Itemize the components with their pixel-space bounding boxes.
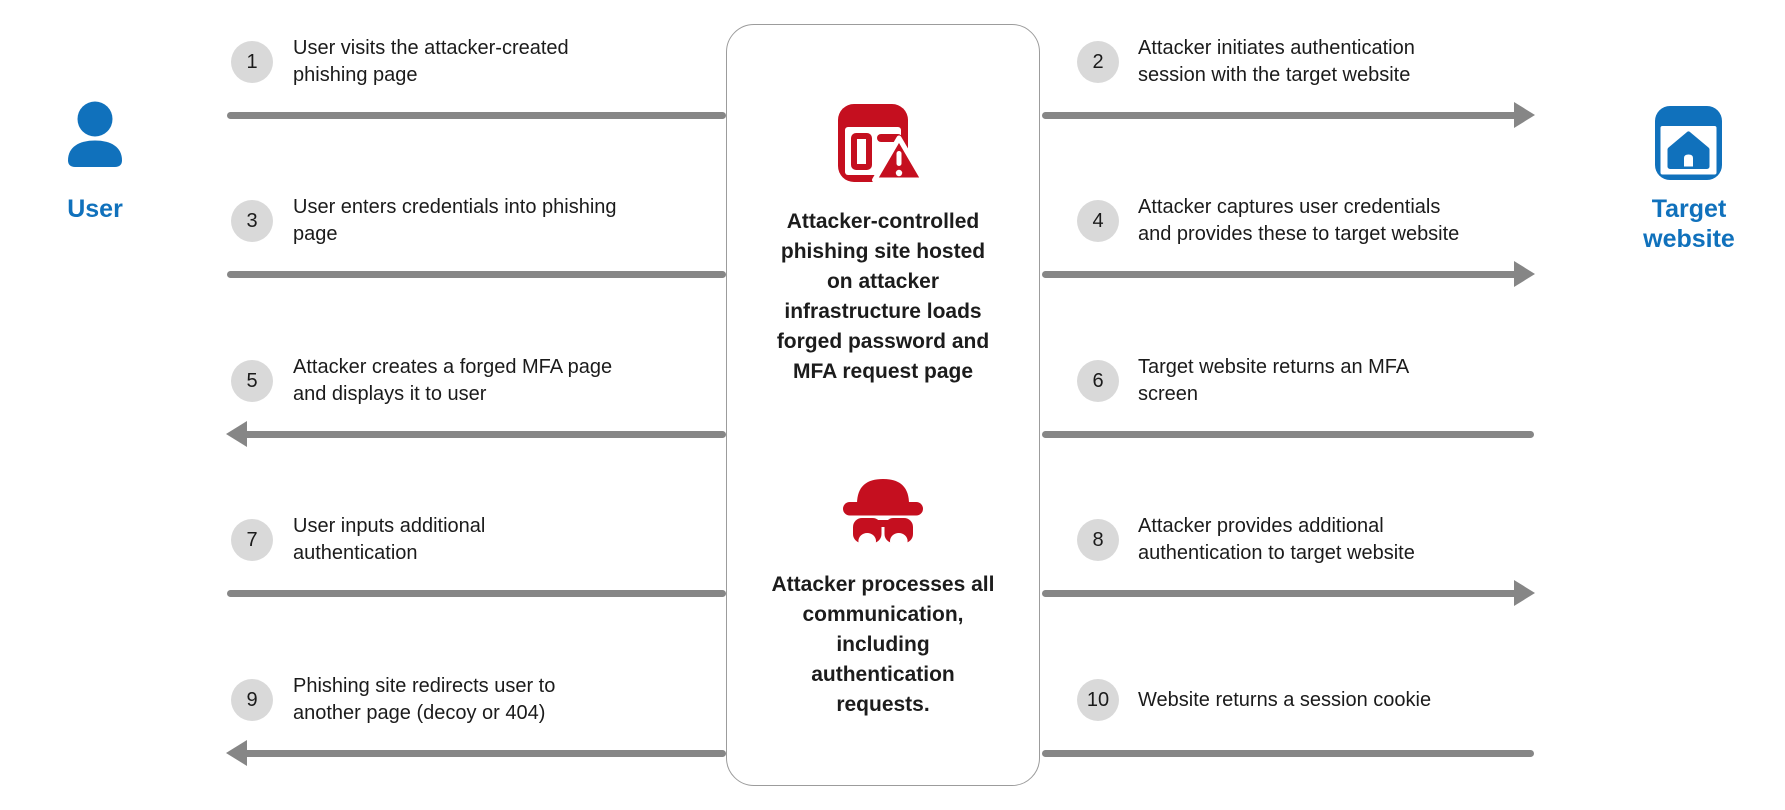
step-1-badge: 1 (231, 41, 273, 83)
step-7-badge: 7 (231, 519, 273, 561)
arrow-step-7 (227, 580, 726, 606)
target-label-line-1: Target (1651, 195, 1727, 223)
arrow-step-3 (227, 261, 726, 287)
step-2-badge: 2 (1077, 41, 1119, 83)
step-5-badge: 5 (231, 360, 273, 402)
attacker-incognito-icon (843, 479, 923, 543)
arrow-step-2 (1042, 102, 1535, 128)
attacker-processing-description: Attacker processes all communication, in… (771, 573, 995, 716)
step-3-badge: 3 (231, 200, 273, 242)
step-10-text: Website returns a session cookie (1138, 688, 1432, 711)
user-person-icon (68, 101, 122, 167)
user-label: User (67, 195, 123, 223)
arrow-step-10 (1042, 740, 1534, 766)
target-label-line-2: website (1643, 225, 1735, 253)
arrow-step-4 (1042, 261, 1535, 287)
arrow-step-9 (226, 740, 726, 766)
step-6-badge: 6 (1077, 360, 1119, 402)
target-website-label: Target website (1614, 194, 1764, 254)
step-10-badge: 10 (1077, 679, 1119, 721)
website-home-icon (1655, 106, 1722, 180)
step-9-badge: 9 (231, 679, 273, 721)
arrow-step-8 (1042, 580, 1535, 606)
arrow-step-5 (226, 421, 726, 447)
phishing-page-warning-icon (838, 104, 926, 183)
arrow-step-6 (1042, 421, 1534, 447)
step-8-badge: 8 (1077, 519, 1119, 561)
step-4-badge: 4 (1077, 200, 1119, 242)
arrow-step-1 (227, 102, 726, 128)
phishing-site-description: Attacker-controlled phishing site hosted… (776, 210, 990, 383)
